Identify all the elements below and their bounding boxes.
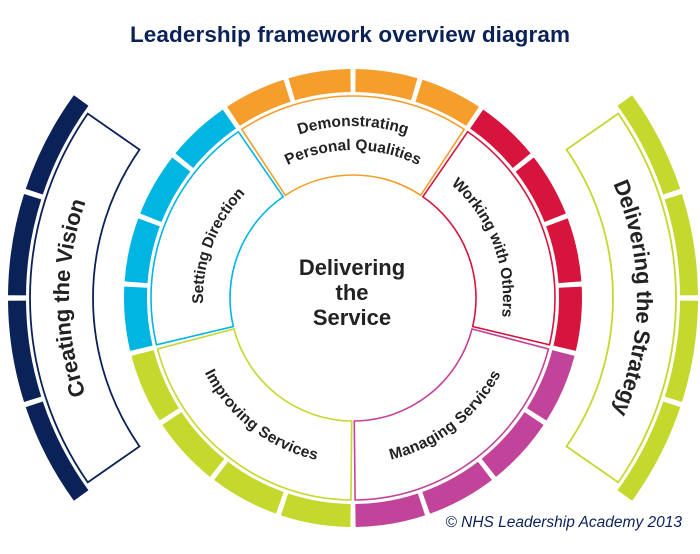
section-tab: [140, 157, 191, 222]
section-tab: [162, 412, 225, 477]
section-tab: [546, 218, 582, 284]
outer-arc-creating-the-vision: Creating the Vision: [8, 95, 141, 501]
center-label-line-3: Service: [313, 305, 391, 330]
section-tab: [470, 109, 531, 168]
section-tab: [355, 493, 426, 527]
section-setting-direction: Setting Direction: [123, 109, 285, 351]
section-box: [240, 95, 466, 197]
section-tab: [288, 69, 351, 101]
section-tab: [175, 109, 236, 168]
section-tab: [415, 79, 479, 126]
outer-arc-tab: [8, 193, 42, 296]
center-label-line-1: Delivering: [299, 255, 405, 280]
outer-arcs-group: Creating the Vision Delivering the Strate…: [8, 95, 698, 501]
section-managing-services: Managing Services: [353, 328, 575, 527]
section-improving-services: Improving Services: [131, 328, 353, 527]
center-circle: [232, 177, 474, 419]
outer-arc-box: [565, 112, 677, 484]
outer-arc-tab: [8, 300, 42, 403]
outer-arc-tab: [617, 95, 681, 195]
diagram-title: Leadership framework overview diagram: [129, 22, 571, 47]
section-tab: [527, 350, 575, 421]
section-tab: [123, 286, 153, 351]
section-box: [156, 328, 353, 501]
section-tab: [227, 79, 291, 126]
section-tab: [124, 218, 160, 284]
outer-arc-tab: [25, 95, 89, 195]
section-tab: [515, 157, 566, 222]
section-working-with-others: Working with Others: [421, 109, 582, 351]
section-tab: [214, 461, 284, 514]
outer-arc-delivering-the-strategy: Delivering the Strategy: [565, 95, 698, 501]
section-tab: [131, 350, 179, 421]
section-tab: [481, 412, 544, 477]
outer-arc-tab: [664, 193, 698, 296]
section-box: [150, 130, 285, 346]
center-group: Delivering the Service: [232, 177, 474, 419]
section-tab: [553, 286, 582, 351]
section-box: [421, 130, 556, 346]
outer-arc-box: [29, 112, 141, 484]
outer-arc-tab: [617, 401, 681, 501]
outer-arc-tab: [25, 401, 89, 501]
center-label-line-2: the: [336, 280, 369, 305]
copyright-notice: © NHS Leadership Academy 2013: [445, 514, 682, 531]
section-tab: [355, 69, 418, 101]
outer-arc-tab: [664, 300, 698, 403]
section-tab: [422, 461, 492, 514]
section-box: [353, 328, 550, 501]
section-tab: [280, 493, 351, 527]
